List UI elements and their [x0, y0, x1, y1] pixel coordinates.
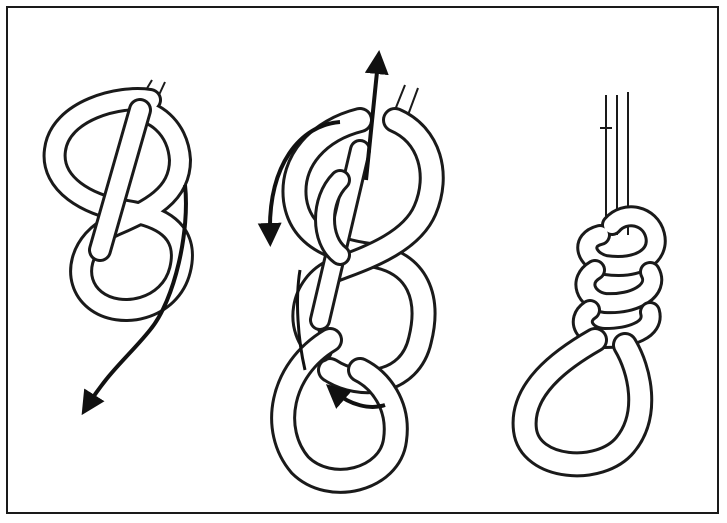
step-2-knot: [270, 62, 432, 481]
step-1-knot: [55, 80, 186, 405]
step-3-knot: [525, 92, 656, 464]
